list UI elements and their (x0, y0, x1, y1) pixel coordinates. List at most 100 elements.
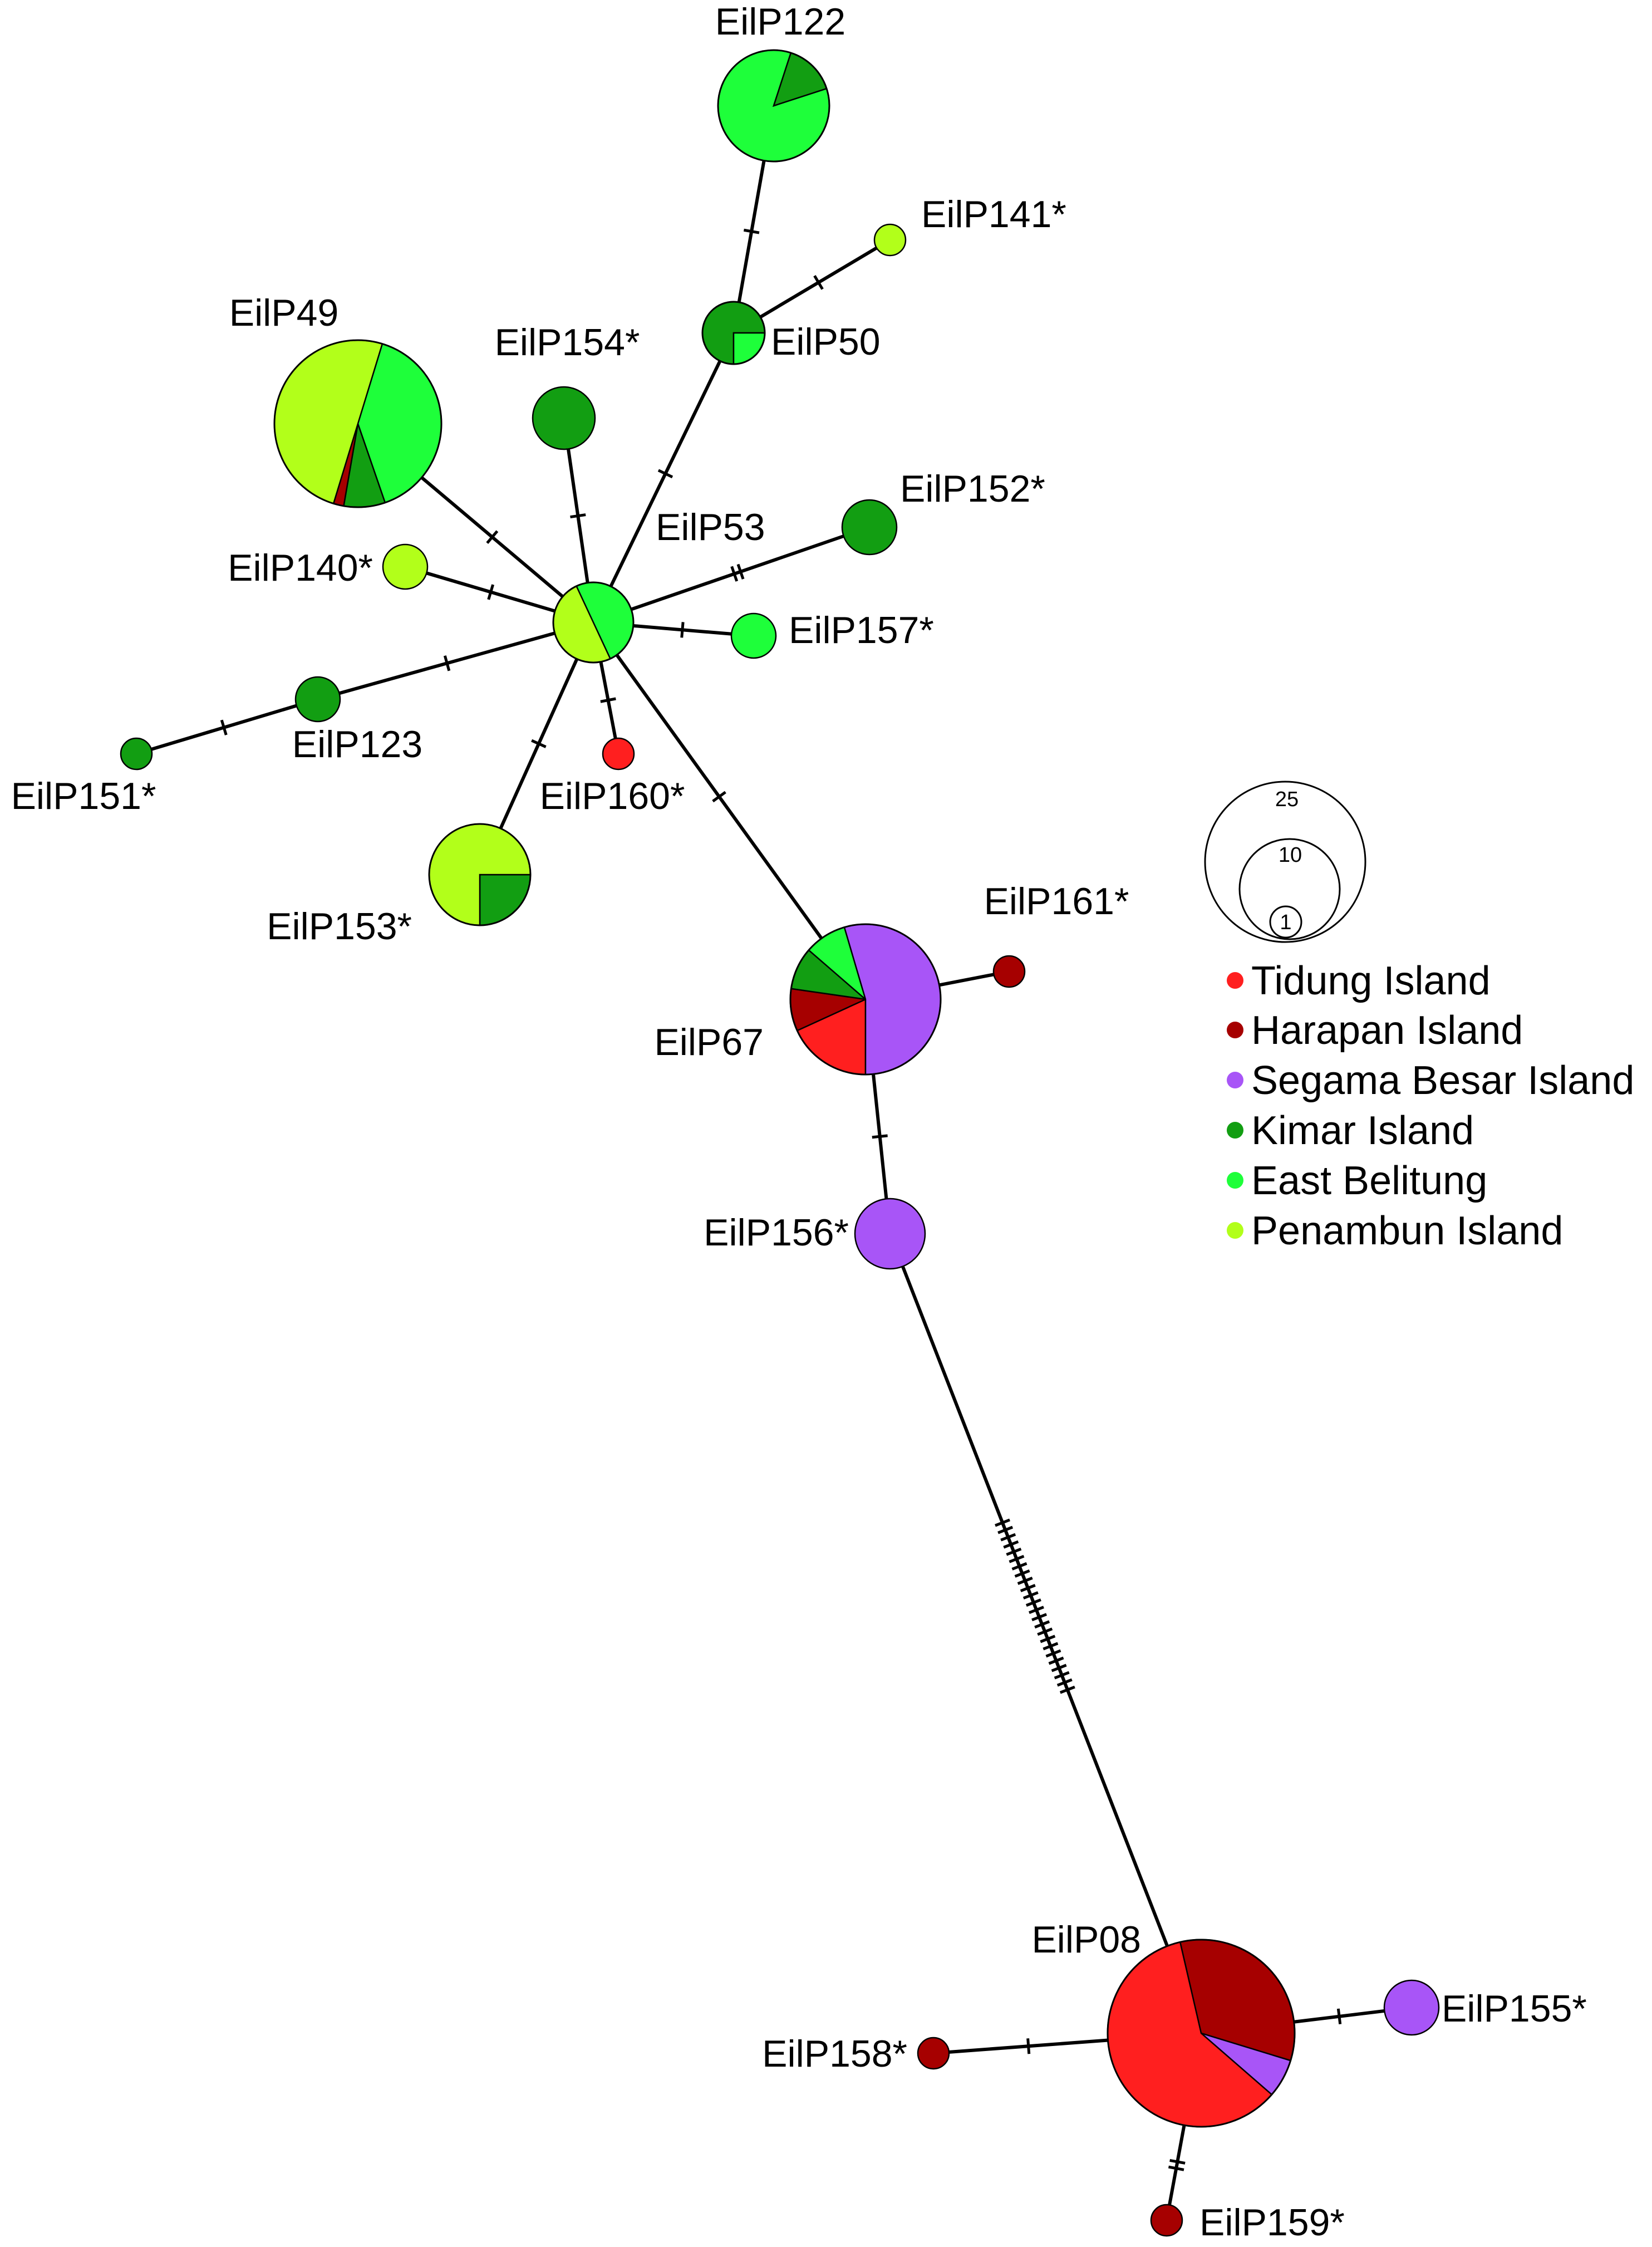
legend-label-tidung: Tidung Island (1251, 959, 1491, 1003)
mutation-tick (1037, 1627, 1053, 1636)
size-circle-1 (1269, 905, 1302, 939)
legend-item-penambun: Penambun Island (1227, 1209, 1563, 1253)
pie-slice-harapan (1150, 2204, 1183, 2237)
haplotype-node-eilp122 (717, 49, 830, 163)
haplotype-node-eilp53 (552, 581, 635, 664)
node-label-eilp152: EilP152* (900, 468, 1045, 510)
node-label-eilp161: EilP161* (984, 880, 1129, 923)
haplotype-node-eilp156 (854, 1198, 926, 1270)
pie-slice-penambun (873, 223, 907, 257)
haplotype-node-eilp161 (992, 955, 1026, 988)
node-label-eilp123: EilP123 (292, 723, 422, 766)
haplotype-node-eilp08 (1107, 1939, 1296, 2128)
pie-slice-kimar (841, 499, 898, 556)
size-label-1: 1 (1280, 911, 1291, 934)
edge-eilp50-eilp53 (592, 332, 735, 624)
legend-item-segama: Segama Besar Island (1227, 1058, 1634, 1103)
edge-eilp156-eilp08 (888, 1233, 1203, 2034)
mutation-tick (995, 1518, 1011, 1527)
edge-eilp53-eilp67 (592, 621, 867, 1000)
node-label-eilp53: EilP53 (656, 506, 765, 548)
pie-outline (428, 823, 532, 926)
legend-item-belitung: East Belitung (1227, 1159, 1487, 1203)
haplotype-node-eilp159 (1150, 2204, 1183, 2237)
node-label-eilp140: EilP140* (228, 547, 373, 589)
haplotype-node-eilp153 (428, 823, 532, 926)
node-label-eilp160: EilP160* (540, 775, 685, 817)
mutation-tick (1169, 2158, 1186, 2165)
network-nodes (120, 49, 1440, 2237)
mutation-tick (1336, 2008, 1342, 2025)
node-label-eilp151: EilP151* (11, 775, 156, 817)
pie-slice-segama (1383, 1979, 1440, 2036)
pie-slice-penambun (382, 543, 429, 590)
haplotype-node-eilp151 (120, 737, 153, 771)
legend-item-tidung: Tidung Island (1227, 959, 1491, 1003)
node-label-eilp49: EilP49 (229, 292, 339, 334)
mutation-tick (1034, 1620, 1050, 1629)
mutation-tick (730, 566, 739, 582)
mutation-tick (736, 563, 745, 580)
haplotype-node-eilp123 (294, 676, 341, 723)
pie-outline (1107, 1939, 1296, 2128)
mutation-tick (1059, 1685, 1075, 1694)
mutation-tick (486, 530, 499, 544)
pie-outline (552, 581, 635, 664)
pie-outline (789, 923, 942, 1076)
mutation-tick (1011, 1562, 1027, 1571)
node-label-eilp155: EilP155* (1442, 1988, 1587, 2030)
mutation-tick (712, 791, 726, 803)
haplotype-node-eilp49 (273, 339, 442, 508)
mutation-tick (1009, 1554, 1025, 1563)
pie-slice-harapan (992, 955, 1026, 988)
mutation-tick (1000, 1533, 1016, 1542)
haplotype-node-eilp140 (382, 543, 429, 590)
node-label-eilp153: EilP153* (267, 905, 412, 948)
mutation-tick (1043, 1642, 1059, 1651)
mutation-tick (813, 275, 824, 290)
haplotype-node-eilp160 (602, 737, 635, 771)
legend-label-penambun: Penambun Island (1251, 1209, 1563, 1253)
node-label-eilp67: EilP67 (654, 1021, 764, 1063)
size-circle-25 (1204, 781, 1366, 943)
legend-swatch-kimar (1227, 1122, 1243, 1139)
legend-item-harapan: Harapan Island (1227, 1008, 1523, 1053)
node-label-eilp50: EilP50 (771, 321, 881, 363)
pie-slice-kimar (532, 386, 596, 450)
pie-slice-kimar (120, 737, 153, 771)
mutation-tick (1026, 2038, 1031, 2054)
mutation-tick (1056, 1678, 1073, 1687)
mutation-tick (1168, 2165, 1184, 2171)
node-label-eilp157: EilP157* (789, 609, 934, 651)
mutation-tick (443, 655, 451, 671)
node-label-eilp141: EilP141* (921, 193, 1066, 236)
legend-label-harapan: Harapan Island (1251, 1008, 1523, 1053)
mutation-tick (1054, 1671, 1070, 1680)
mutation-tick (680, 622, 685, 638)
node-label-eilp159: EilP159* (1199, 2201, 1345, 2244)
pie-slice-kimar (294, 676, 341, 723)
mutation-tick (1051, 1664, 1067, 1672)
legend-label-kimar: Kimar Island (1251, 1108, 1474, 1153)
node-label-eilp154: EilP154* (495, 321, 640, 364)
legend-swatch-tidung (1227, 972, 1243, 989)
legend-swatch-segama (1227, 1072, 1243, 1088)
mutation-tick (1022, 1591, 1039, 1600)
mutation-tick (600, 697, 616, 703)
mutation-tick (1040, 1635, 1056, 1643)
mutation-tick (531, 739, 547, 748)
mutation-tick (220, 719, 228, 735)
haplotype-node-eilp154 (532, 386, 596, 450)
pie-slice-tidung (602, 737, 635, 771)
mutation-tick (487, 584, 495, 600)
pie-outline (701, 301, 766, 365)
mutation-tick (743, 228, 760, 234)
haplotype-node-eilp158 (917, 2037, 950, 2070)
pie-outline (273, 339, 442, 508)
haplotype-node-eilp155 (1383, 1979, 1440, 2036)
legend-swatch-harapan (1227, 1022, 1243, 1038)
haplotype-node-eilp67 (789, 923, 942, 1076)
node-label-eilp122: EilP122 (715, 1, 845, 43)
